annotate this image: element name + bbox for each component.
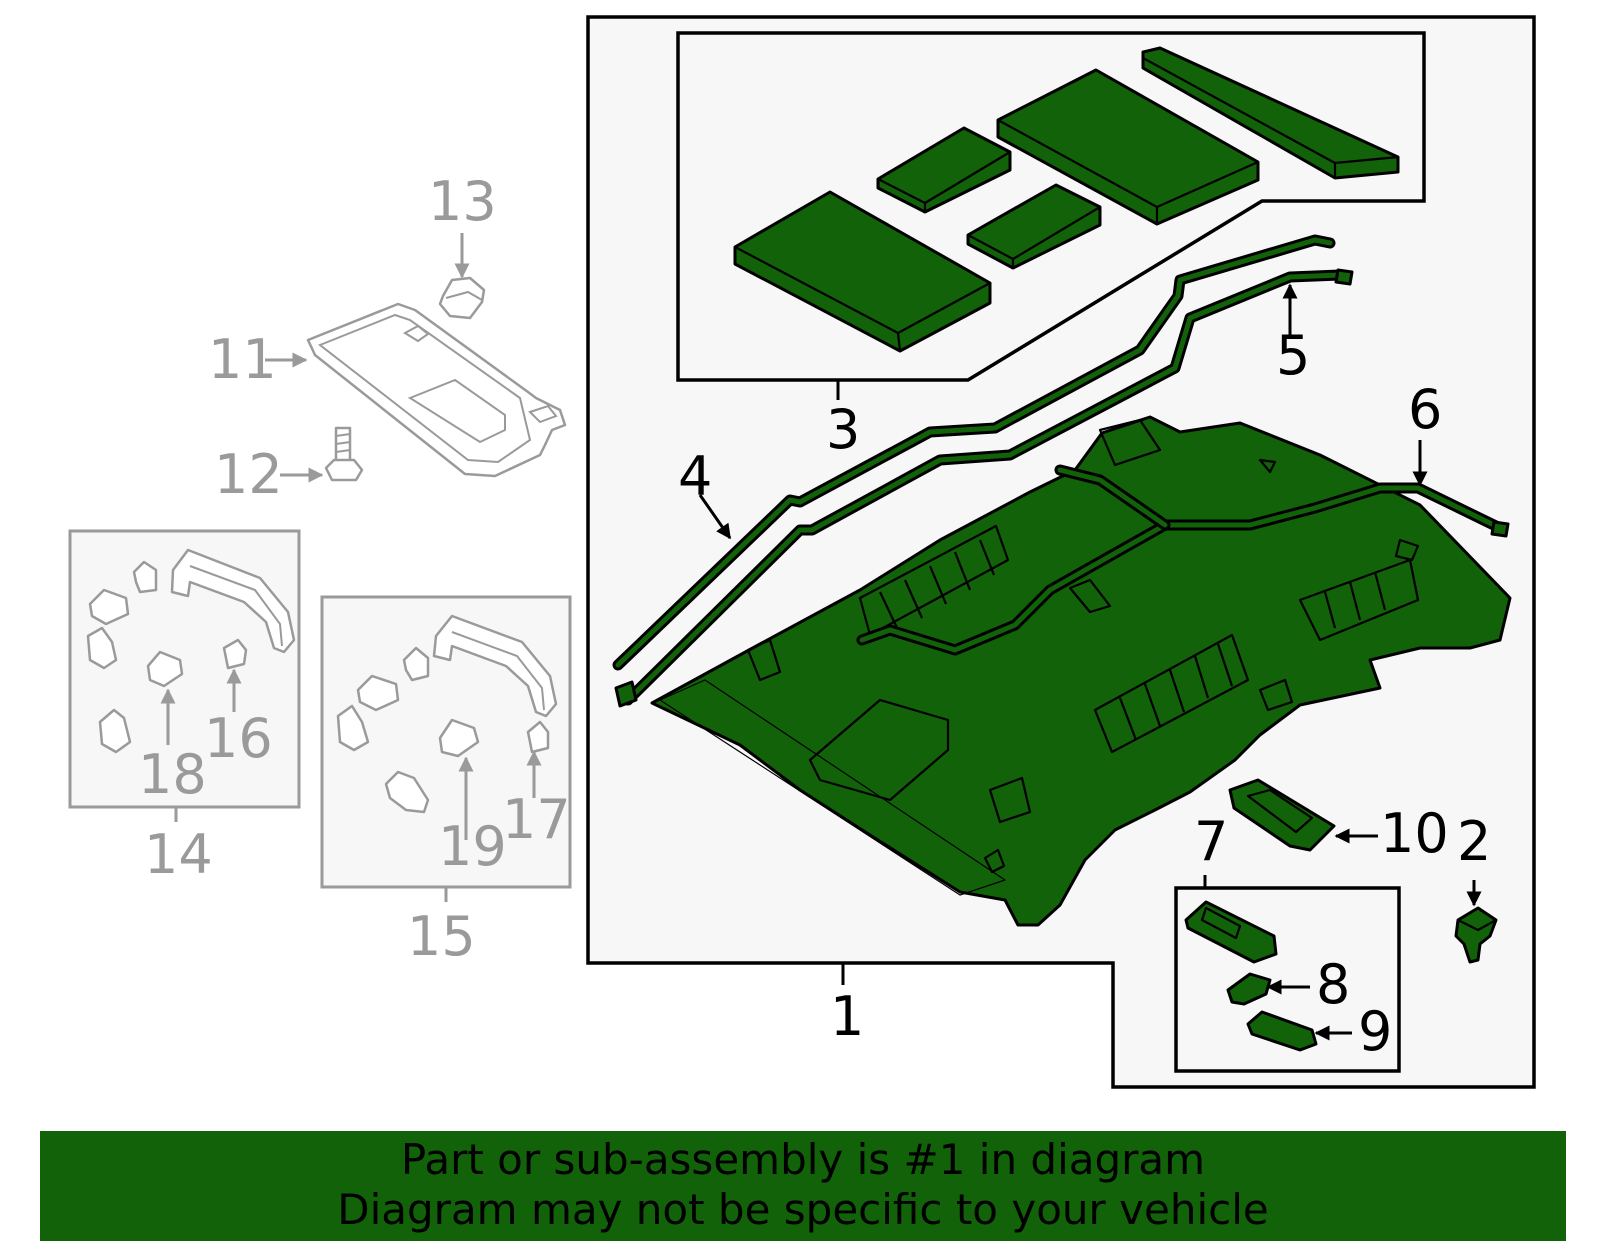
- harness-5: [614, 268, 1354, 708]
- callout-labels: 1 2 3 4 5 6 7 8 9 10 11 12 13 14 15 16 1…: [138, 170, 1491, 1063]
- callout-18: 18: [138, 743, 207, 806]
- callout-12: 12: [214, 443, 283, 506]
- lamp-housing-7: [1184, 900, 1278, 964]
- harness-4: [612, 234, 1336, 671]
- callout-19: 19: [438, 815, 507, 878]
- banner-line-1: Part or sub-assembly is #1 in diagram: [400, 1135, 1206, 1184]
- callout-5: 5: [1276, 324, 1310, 387]
- box-14-parts: [86, 548, 296, 754]
- banner-line-2: Diagram may not be specific to your vehi…: [337, 1185, 1269, 1234]
- callout-14: 14: [144, 823, 213, 886]
- visor-clip-13: [438, 276, 486, 320]
- headliner-panel: [650, 415, 1512, 927]
- callout-1: 1: [830, 985, 864, 1048]
- callout-13: 13: [428, 170, 497, 233]
- callout-15: 15: [407, 905, 476, 968]
- harness-6: [856, 464, 1510, 656]
- callout-2: 2: [1457, 810, 1491, 873]
- callout-9: 9: [1358, 1000, 1392, 1063]
- callout-3: 3: [826, 398, 860, 461]
- callout-6: 6: [1408, 378, 1442, 441]
- callout-7: 7: [1194, 810, 1228, 873]
- bulb-socket-8: [1226, 972, 1272, 1006]
- leader-lines: [160, 233, 1482, 1041]
- lens-9: [1246, 1010, 1318, 1052]
- callout-11: 11: [208, 328, 277, 391]
- screw-12: [324, 426, 364, 482]
- sun-visor-11: [306, 302, 567, 478]
- diagram-notice-banner: Part or sub-assembly is #1 in diagram Di…: [40, 1131, 1566, 1241]
- callout-10: 10: [1380, 802, 1449, 865]
- insulator-pads: [733, 46, 1400, 353]
- callout-4: 4: [678, 445, 712, 508]
- callout-16: 16: [204, 707, 273, 770]
- clip-2: [1454, 906, 1498, 964]
- callout-17: 17: [502, 788, 571, 851]
- box-15-parts: [336, 614, 558, 814]
- insulator-box: [676, 31, 1426, 382]
- dome-lamp-10: [1228, 778, 1336, 852]
- callout-8: 8: [1316, 953, 1350, 1016]
